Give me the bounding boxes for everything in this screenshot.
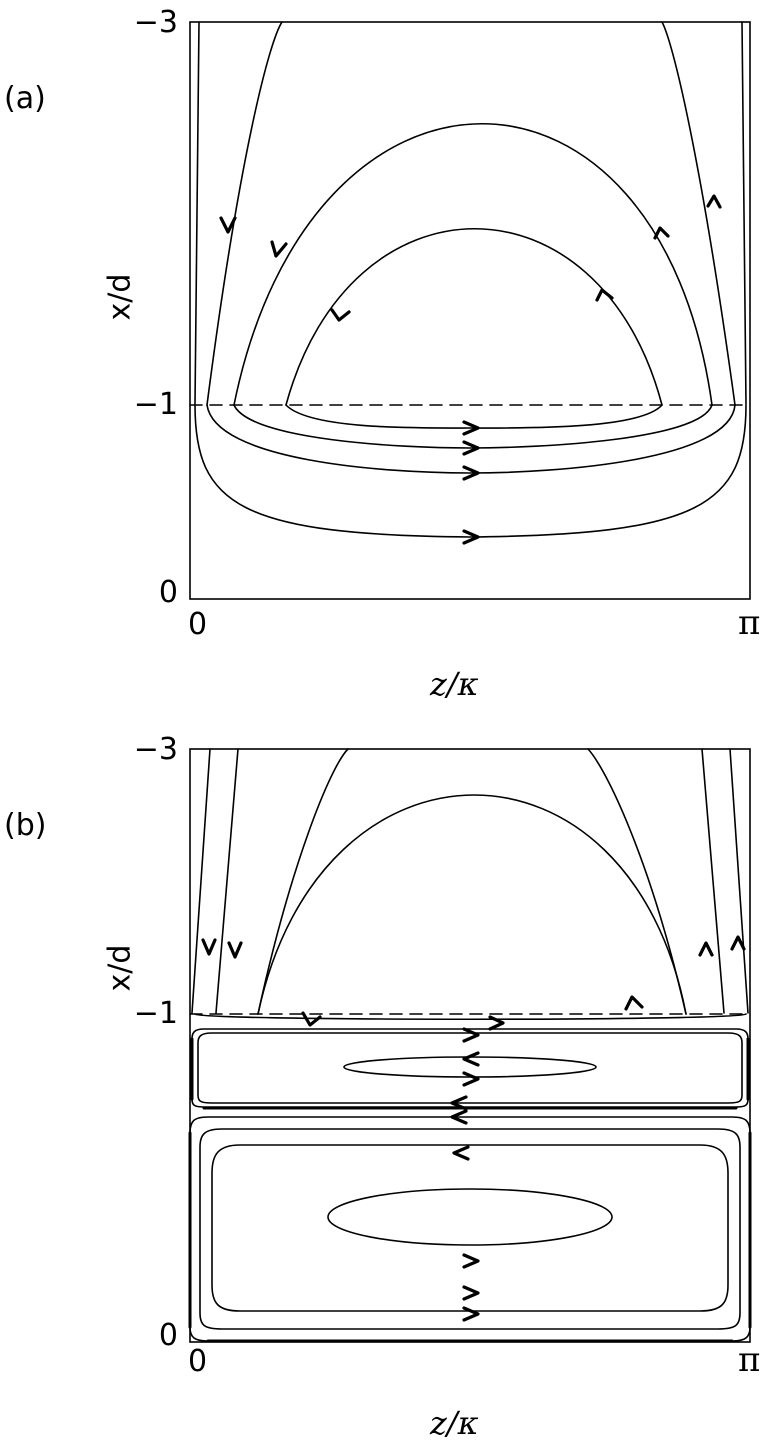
arrow-down-icon	[330, 308, 351, 322]
arrow-down-icon	[227, 941, 243, 959]
arrow-left-icon	[462, 1051, 480, 1067]
streamline	[191, 748, 211, 1014]
panel-a-plot	[189, 21, 751, 600]
streamline	[194, 1013, 747, 1021]
panel-b: (b) −3 −1 0 x/d 0 π z/κ	[0, 727, 762, 1454]
arrow-up-icon	[706, 194, 722, 209]
y-tick-label: 0	[158, 1318, 178, 1353]
recirculation-cell-outline	[191, 1028, 749, 1108]
y-tick-label: −3	[133, 5, 178, 40]
plot-frame	[189, 21, 751, 600]
arrow-down-icon	[301, 1011, 322, 1027]
arrow-up-icon	[698, 941, 714, 957]
x-axis-label: z/κ	[430, 665, 479, 703]
plot-frame	[189, 748, 751, 1343]
arrow-left-icon	[452, 1145, 470, 1161]
arrow-right-icon	[462, 1071, 480, 1087]
arrow-down-icon	[201, 938, 217, 956]
streamline	[285, 404, 663, 429]
x-axis-label: z/κ	[430, 1404, 479, 1442]
panel-b-plot	[188, 748, 752, 1343]
streamline	[233, 122, 713, 406]
streamline	[257, 748, 349, 1015]
y-tick-label: −1	[133, 996, 178, 1031]
x-tick-label: 0	[188, 607, 208, 642]
recirculation-cell-outline	[197, 1032, 743, 1104]
streamline	[194, 404, 747, 538]
arrow-right-icon	[462, 1027, 480, 1043]
streamline	[194, 21, 200, 405]
recirculation-cell-outline	[199, 1128, 741, 1330]
arrow-up-icon	[653, 226, 670, 240]
streamline	[257, 794, 687, 1015]
streamline	[587, 748, 687, 1015]
arrow-up-icon	[595, 288, 614, 302]
arrow-down-icon	[270, 240, 288, 258]
panel-a: (a) −3 −1 0 x/d 0 π z/κ	[4, 5, 761, 703]
arrow-right-icon	[462, 420, 480, 436]
panel-label: (a)	[4, 81, 46, 116]
arrow-right-icon	[462, 440, 480, 456]
x-tick-label: π	[738, 603, 761, 643]
arrow-left-icon	[450, 1095, 468, 1111]
arrow-right-icon	[462, 1253, 480, 1269]
y-tick-label: −1	[133, 387, 178, 422]
panel-label: (b)	[4, 808, 47, 843]
arrow-left-icon	[450, 1109, 468, 1125]
arrow-up-icon	[624, 995, 644, 1011]
streamline	[285, 227, 663, 406]
streamline	[701, 748, 725, 1014]
arrow-right-icon	[488, 1015, 505, 1031]
y-tick-label: 0	[158, 575, 178, 610]
y-axis-label: x/d	[102, 273, 138, 321]
streamline	[661, 21, 736, 406]
arrow-down-icon	[219, 216, 237, 234]
arrow-right-icon	[462, 1285, 480, 1301]
recirculation-cell-core	[327, 1188, 613, 1246]
streamline	[729, 748, 749, 1014]
arrow-up-icon	[730, 935, 746, 951]
recirculation-cell-outline	[189, 1116, 751, 1342]
x-tick-label: π	[738, 1340, 761, 1380]
streamline	[206, 404, 736, 474]
streamline	[206, 21, 283, 406]
y-tick-label: −3	[133, 732, 178, 767]
arrow-right-icon	[462, 1306, 480, 1322]
x-tick-label: 0	[188, 1344, 208, 1379]
streamline	[215, 748, 239, 1014]
arrow-right-icon	[462, 465, 480, 481]
arrow-right-icon	[462, 529, 480, 545]
streamline	[233, 404, 713, 449]
y-axis-label: x/d	[102, 944, 138, 992]
recirculation-cell-outline	[211, 1144, 729, 1312]
streamline	[741, 21, 747, 405]
